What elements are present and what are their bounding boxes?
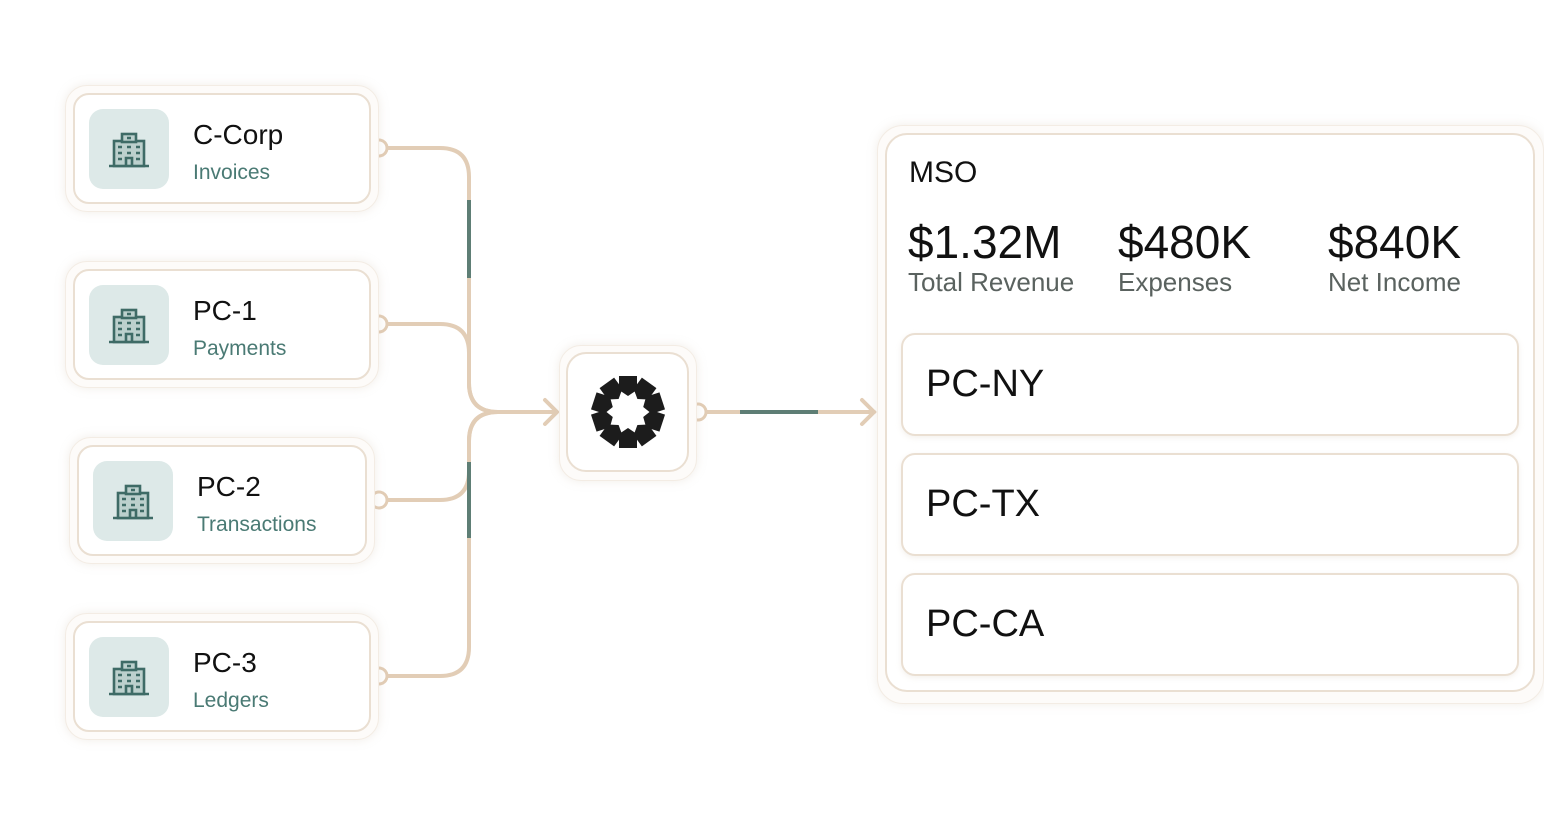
logo-segment xyxy=(618,376,637,396)
logo-segment xyxy=(642,392,665,414)
hub-node[interactable] xyxy=(566,352,689,472)
logo-segment xyxy=(633,377,656,400)
source-subtitle: Payments xyxy=(193,337,287,360)
logo-segment xyxy=(633,424,656,447)
starburst-logo-icon xyxy=(590,376,665,448)
source-subtitle: Invoices xyxy=(193,161,271,184)
connector-pc2 xyxy=(386,410,500,502)
source-card-pc-1[interactable]: PC-1 Payments xyxy=(73,269,371,380)
source-card-pc-2[interactable]: PC-2 Transactions xyxy=(77,445,367,556)
entity-row-pc-ny[interactable]: PC-NY xyxy=(901,333,1519,436)
connector-pc3 xyxy=(386,410,500,678)
connector-pc1 xyxy=(386,322,500,414)
source-title: PC-3 xyxy=(193,647,257,678)
arrow-head-in xyxy=(543,398,560,426)
logo-segment xyxy=(599,424,622,447)
entity-row-pc-tx[interactable]: PC-TX xyxy=(901,453,1519,556)
logo-segment xyxy=(590,410,613,432)
source-title: C-Corp xyxy=(193,119,284,150)
source-subtitle: Ledgers xyxy=(193,689,269,712)
building-icon xyxy=(89,285,169,365)
entity-label: PC-NY xyxy=(926,363,1045,405)
building-icon xyxy=(89,109,169,189)
building-icon xyxy=(93,461,173,541)
building-icon xyxy=(89,637,169,717)
source-title: PC-2 xyxy=(197,471,261,502)
entity-row-pc-ca[interactable]: PC-CA xyxy=(901,573,1519,676)
mso-title: MSO xyxy=(909,156,978,189)
logo-segment xyxy=(618,428,637,448)
entity-label: PC-CA xyxy=(926,603,1045,645)
arrow-head-out xyxy=(860,398,877,426)
source-card-pc-3[interactable]: PC-3 Ledgers xyxy=(73,621,371,732)
source-subtitle: Transactions xyxy=(197,513,317,536)
source-title: PC-1 xyxy=(193,295,257,326)
connector-ccorp xyxy=(386,146,557,414)
logo-segment xyxy=(599,377,622,400)
entity-label: PC-TX xyxy=(926,483,1040,525)
source-card-c-corp[interactable]: C-Corp Invoices xyxy=(73,93,371,204)
